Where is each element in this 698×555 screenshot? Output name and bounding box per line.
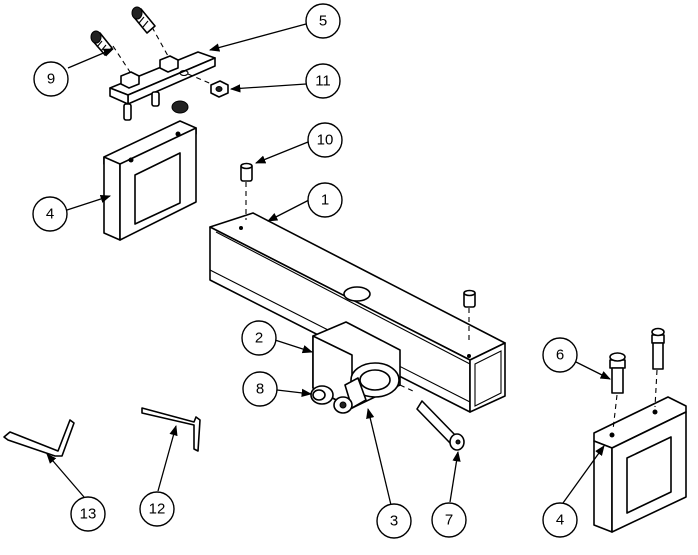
callout-1: 1 <box>307 182 343 218</box>
nut-part-11 <box>210 80 229 98</box>
set-screw-part <box>240 162 253 220</box>
tube-end-face <box>469 342 506 413</box>
hex-nut-under <box>171 100 189 114</box>
bolt-part-6 <box>609 352 626 394</box>
callout-4-upper-label: 4 <box>46 206 54 223</box>
bracket-window <box>134 152 181 225</box>
callout-11-label: 11 <box>315 73 331 90</box>
hex-nut-top-1 <box>120 71 140 89</box>
callout-7-label: 7 <box>445 512 453 529</box>
bracket2-window <box>626 436 672 514</box>
callout-12: 12 <box>139 491 175 527</box>
callout-3: 3 <box>376 503 412 539</box>
l-bracket-upper <box>103 120 197 241</box>
l-bracket-lower <box>593 369 687 533</box>
clamp-bore <box>359 369 391 391</box>
square-tube-part <box>209 212 506 413</box>
callout-13-label: 13 <box>80 506 97 523</box>
callout-3-label: 3 <box>390 513 398 530</box>
bolt-part-6b <box>651 327 665 370</box>
callout-5: 5 <box>305 3 341 39</box>
callout-10: 10 <box>307 122 343 158</box>
callout-4-upper: 4 <box>32 196 68 232</box>
callout-12-label: 12 <box>149 501 166 518</box>
set-screw-part-2 <box>463 289 476 340</box>
callout-4-lower-label: 4 <box>556 512 564 529</box>
hex-key-13 <box>3 419 75 457</box>
callout-10-label: 10 <box>317 132 334 149</box>
callout-7: 7 <box>431 502 467 538</box>
callout-9-label: 9 <box>47 71 55 88</box>
pin-part <box>399 384 465 451</box>
clamp-body-part <box>312 321 401 409</box>
hex-nut-top-2 <box>159 55 179 73</box>
callout-5-label: 5 <box>319 13 327 30</box>
callout-1-label: 1 <box>321 192 329 209</box>
top-mount-plate-part <box>109 26 216 121</box>
leader-lines <box>46 23 611 506</box>
callout-9: 9 <box>33 61 69 97</box>
callout-8-label: 8 <box>256 381 264 398</box>
tube-center-hole <box>343 286 371 302</box>
callout-4-lower: 4 <box>542 502 578 538</box>
callout-2-label: 2 <box>255 330 263 347</box>
callout-13: 13 <box>70 496 106 532</box>
bolt-part-9b <box>131 6 156 34</box>
callout-8: 8 <box>242 371 278 407</box>
hex-key-12 <box>141 407 201 452</box>
callout-6: 6 <box>542 337 578 373</box>
callout-2: 2 <box>241 320 277 356</box>
callout-11: 11 <box>305 63 341 99</box>
callout-6-label: 6 <box>556 347 564 364</box>
knob-part <box>310 385 353 414</box>
bracket-edge <box>103 156 121 241</box>
